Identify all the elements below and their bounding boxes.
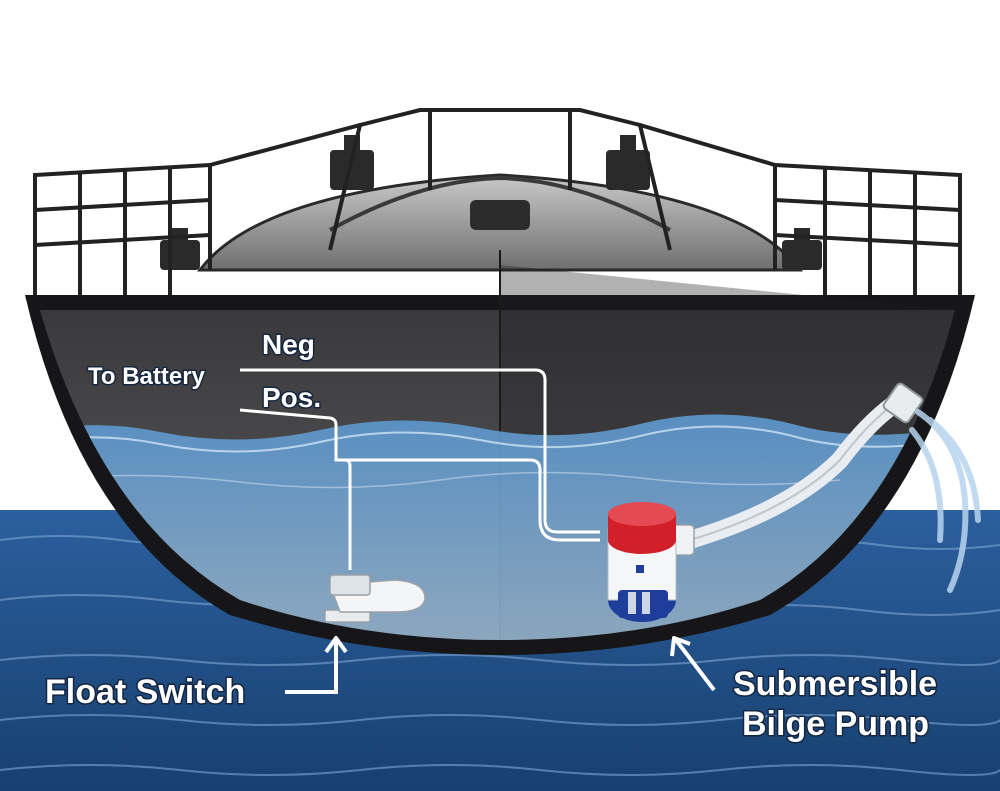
to-battery-label: To Battery [88,363,206,390]
bow-cleat [470,200,530,230]
water-discharge [909,409,981,593]
boat-deck [196,173,804,272]
neg-label: Neg [262,329,315,360]
bow-railing [33,108,962,300]
pump-label-line1: Submersible [733,665,937,703]
float-switch-label: Float Switch [45,673,245,711]
pos-wire-to-pump [336,458,600,542]
float-switch [324,574,426,623]
pos-label: Pos. [262,382,321,413]
wiring [239,368,600,570]
neg-wire [240,368,600,534]
bilge-pump [607,502,695,622]
pump-arrow [670,636,716,692]
winch-center-right [606,135,650,190]
pump-label-line2: Bilge Pump [742,705,929,743]
float-switch-arrow [285,636,348,694]
